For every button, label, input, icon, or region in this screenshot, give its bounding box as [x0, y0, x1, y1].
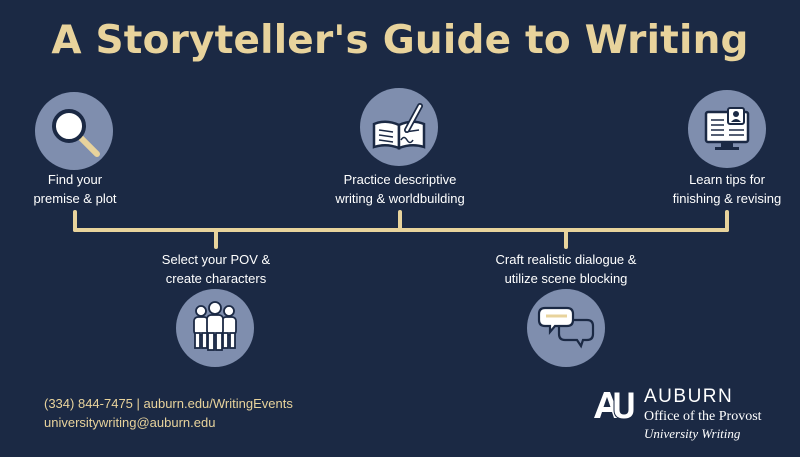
logo-name: AUBURN — [644, 386, 734, 407]
step-3-label: Practice descriptive writing & worldbuil… — [318, 170, 482, 208]
step-4-line-1: Craft realistic dialogue & — [495, 252, 637, 267]
step-3-icon-circle — [360, 88, 438, 166]
page-title: A Storyteller's Guide to Writing — [51, 18, 749, 63]
step-4-icon-circle — [527, 289, 605, 367]
step-5-icon-circle — [688, 90, 766, 168]
step-2-label: Select your POV & create characters — [150, 250, 282, 288]
auburn-logo: AUBURN Office of the Provost University … — [592, 386, 772, 446]
step-2-line-2: create characters — [165, 271, 267, 286]
step-3-line-1: Practice descriptive — [343, 172, 457, 187]
step-1-icon-circle — [35, 92, 113, 170]
auburn-au-icon — [594, 391, 635, 420]
monitor-document-icon — [704, 107, 750, 150]
logo-unit: University Writing — [644, 426, 741, 441]
step-3-line-2: writing & worldbuilding — [335, 191, 465, 206]
step-1-label: Find your premise & plot — [24, 170, 126, 208]
speech-bubbles-icon — [537, 306, 595, 349]
step-1-line-1: Find your — [47, 172, 103, 187]
step-5-line-2: finishing & revising — [672, 191, 782, 206]
magnifying-glass-icon — [52, 109, 100, 157]
step-5-label: Learn tips for finishing & revising — [668, 170, 786, 208]
contact-info: (334) 844-7475 | auburn.edu/WritingEvent… — [44, 394, 293, 432]
book-pen-icon — [372, 103, 426, 150]
people-icon — [193, 301, 237, 351]
contact-phone-web: (334) 844-7475 | auburn.edu/WritingEvent… — [44, 396, 293, 411]
step-4-label: Craft realistic dialogue & utilize scene… — [488, 250, 644, 288]
contact-email: universitywriting@auburn.edu — [44, 415, 216, 430]
logo-office: Office of the Provost — [644, 409, 762, 424]
step-2-icon-circle — [176, 289, 254, 367]
step-2-line-1: Select your POV & — [161, 252, 271, 267]
step-1-line-2: premise & plot — [33, 191, 117, 206]
step-5-line-1: Learn tips for — [689, 172, 765, 187]
step-4-line-2: utilize scene blocking — [504, 271, 628, 286]
